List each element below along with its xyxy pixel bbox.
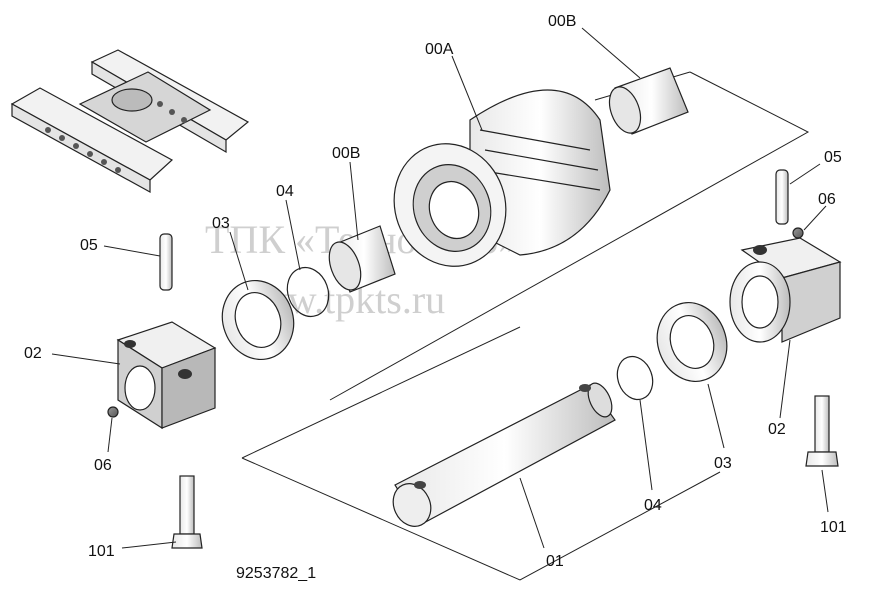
callout-06-right: 06 <box>818 191 836 208</box>
bolt-101-right <box>805 395 839 467</box>
callout-02-left: 02 <box>24 345 42 362</box>
bracket-02-left <box>116 321 217 430</box>
callout-02-right: 02 <box>768 421 786 438</box>
callout-101-right: 101 <box>820 519 847 536</box>
callout-04-top: 04 <box>276 183 294 200</box>
seal-03-top <box>221 279 295 361</box>
o-ring-04-bottom <box>616 355 654 401</box>
roller-body-00A <box>393 89 611 267</box>
assembly-frame-top <box>329 71 810 401</box>
pin-05-right <box>775 169 789 225</box>
callout-00B-top: 00B <box>548 13 576 30</box>
callout-101-left: 101 <box>88 543 115 560</box>
callout-01: 01 <box>546 553 564 570</box>
bracket-02-right <box>729 237 842 343</box>
callout-05-right: 05 <box>824 149 842 166</box>
track-frame-thumbnail <box>10 49 250 194</box>
callout-03-bottom: 03 <box>714 455 732 472</box>
assembly-frame-left <box>241 326 521 459</box>
fitting-06-right <box>792 227 804 239</box>
fitting-06-left <box>107 406 119 418</box>
pin-05-left <box>159 233 173 291</box>
diagram-id: 9253782_1 <box>236 565 316 582</box>
callout-03-top: 03 <box>212 215 230 232</box>
leader-lines <box>51 27 829 549</box>
shaft-01 <box>392 382 616 527</box>
bushing-00B-left <box>328 225 396 293</box>
assembly-frame-bottom <box>241 457 721 581</box>
callout-06-left: 06 <box>94 457 112 474</box>
seal-03-bottom <box>656 302 728 382</box>
callout-00A: 00A <box>425 41 454 58</box>
bolt-101-left <box>171 475 203 549</box>
callout-04-bottom: 04 <box>644 497 662 514</box>
callout-00B-left: 00B <box>332 145 360 162</box>
bushing-00B-top <box>608 67 689 135</box>
callout-05-left: 05 <box>80 237 98 254</box>
